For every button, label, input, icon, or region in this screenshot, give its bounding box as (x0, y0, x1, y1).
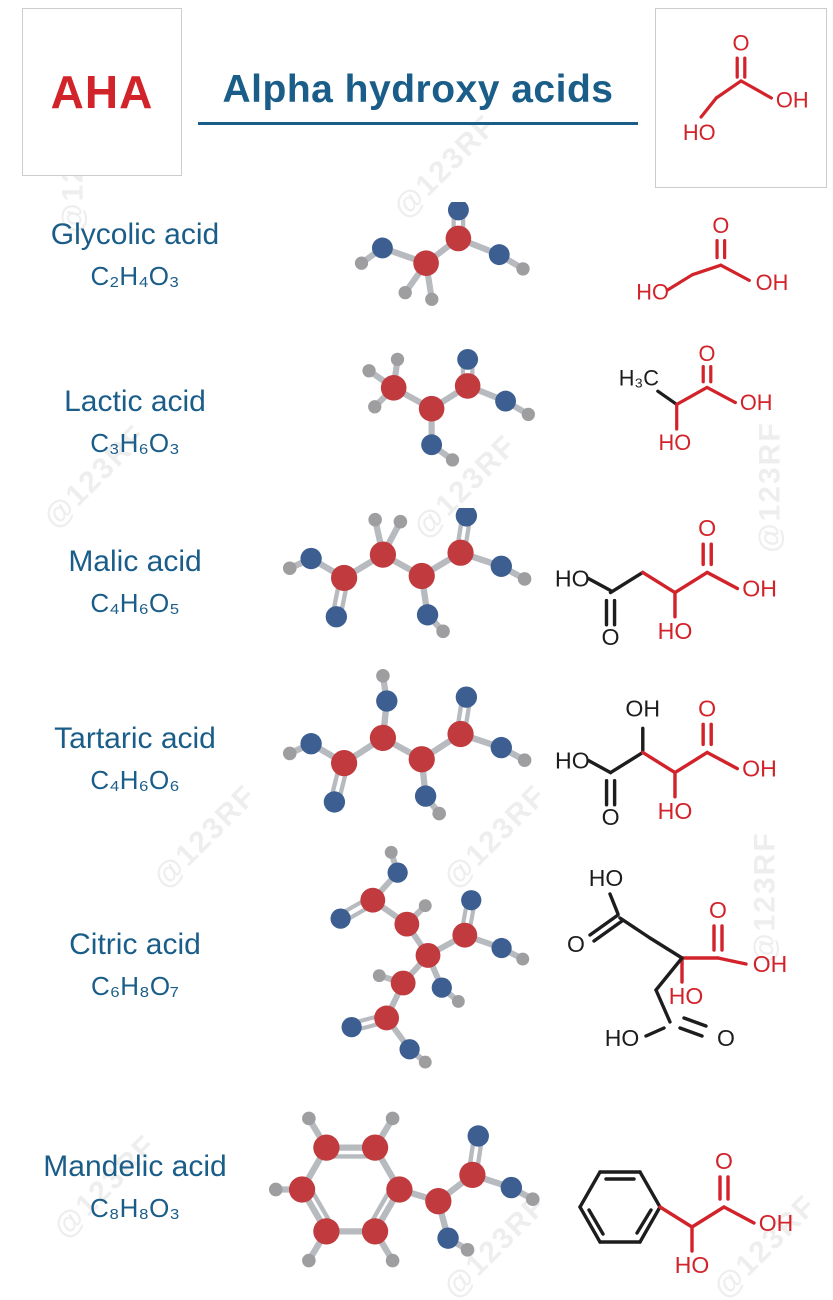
label-o: O (602, 624, 620, 650)
acid-label-glycolic: Glycolic acid C₂H₄O₃ (10, 218, 260, 292)
label-ho: HO (675, 1252, 710, 1278)
bonds (656, 364, 737, 431)
label-oh: OH (742, 756, 777, 782)
label-o: O (715, 1148, 733, 1174)
bonds (588, 892, 748, 1038)
acid-formula: C₈H₈O₃ (90, 1193, 180, 1223)
label-oh: OH (756, 270, 789, 295)
mandelic-ball-stick-model (268, 1111, 540, 1268)
lactic-skeletal-formula: H₃C O OH HO (619, 342, 773, 455)
citric-skeletal-formula: HO O O OH HO HO O (567, 865, 788, 1051)
tartaric-ball-stick-model (282, 668, 532, 821)
label-o: O (698, 515, 716, 541)
mandelic-skeletal-formula: HO O OH (578, 1148, 794, 1278)
atoms (268, 1111, 540, 1268)
acid-name: Glycolic acid (50, 218, 220, 251)
citric-ball-stick-model (330, 845, 530, 1069)
label-o: O (699, 342, 716, 366)
bonds (286, 672, 528, 817)
label-ho: HO (659, 430, 692, 455)
tartaric-skeletal-formula: HO O OH HO O OH (555, 695, 777, 830)
acid-formula: C₂H₄O₃ (90, 261, 180, 291)
label-oh: OH (742, 576, 777, 602)
label-o: O (602, 804, 620, 830)
glycolic-skeletal-formula: HO O OH (636, 213, 789, 304)
label-ho: HO (555, 566, 590, 592)
page-title: Alpha hydroxy acids (198, 68, 638, 125)
label-oh: OH (753, 951, 788, 977)
glycolic-skeletal-header: O HO OH (683, 31, 809, 145)
atoms (362, 348, 535, 467)
acid-label-citric: Citric acid C₆H₈O₇ (10, 928, 260, 1002)
label-ho: HO (589, 865, 624, 891)
label-o: O (712, 213, 729, 238)
label-o: O (709, 897, 727, 923)
label-o: O (698, 695, 716, 721)
acid-formula: C₄H₆O₅ (90, 588, 180, 618)
label-ho: HO (658, 798, 693, 824)
label-ho: HO (636, 279, 669, 304)
label-ho: HO (683, 120, 716, 145)
bonds (586, 722, 740, 807)
label-oh: OH (625, 695, 660, 721)
acid-name: Mandelic acid (43, 1150, 227, 1183)
label-h3c: H₃C (619, 366, 659, 391)
label-ho: HO (555, 748, 590, 774)
atoms (354, 202, 530, 306)
acid-name: Lactic acid (64, 385, 206, 418)
atoms (282, 668, 532, 821)
label-oh: OH (740, 390, 773, 415)
bonds (578, 1170, 756, 1253)
lactic-ball-stick-model (362, 348, 535, 467)
label-oh: OH (776, 88, 809, 113)
atoms (330, 845, 530, 1069)
acid-label-mandelic: Mandelic acid C₈H₈O₃ (10, 1150, 260, 1224)
label-o: O (717, 1025, 735, 1051)
glycolic-structure-box: O HO OH (655, 8, 827, 188)
bonds (586, 542, 740, 627)
label-oh: OH (759, 1210, 794, 1236)
acid-label-malic: Malic acid C₄H₆O₅ (10, 545, 260, 619)
atoms (282, 508, 532, 639)
acid-name: Tartaric acid (54, 722, 216, 755)
malic-ball-stick-model (282, 508, 532, 639)
acid-name: Citric acid (69, 928, 201, 961)
watermark-text: @123RF (147, 778, 264, 895)
bonds (666, 238, 751, 292)
label-o: O (567, 931, 585, 957)
title-text: Alpha hydroxy acids (222, 68, 614, 111)
bonds (286, 512, 528, 635)
acid-label-tartaric: Tartaric acid C₄H₆O₆ (10, 722, 260, 796)
malic-skeletal-formula: HO O HO O OH (555, 515, 777, 650)
acid-formula: C₃H₆O₃ (90, 428, 180, 458)
aha-badge: AHA (22, 8, 182, 176)
acid-label-lactic: Lactic acid C₃H₆O₃ (10, 385, 260, 459)
aha-abbreviation: AHA (50, 66, 154, 118)
glycolic-ball-stick-model (354, 202, 530, 306)
label-ho: HO (658, 618, 693, 644)
label-ho: HO (605, 1025, 640, 1051)
bonds (699, 56, 774, 119)
label-ho: HO (669, 983, 704, 1009)
acid-formula: C₆H₈O₇ (91, 971, 179, 1001)
label-o: O (733, 31, 750, 56)
title-underline (198, 122, 638, 125)
acid-formula: C₄H₆O₆ (90, 765, 180, 795)
acid-name: Malic acid (68, 545, 202, 578)
